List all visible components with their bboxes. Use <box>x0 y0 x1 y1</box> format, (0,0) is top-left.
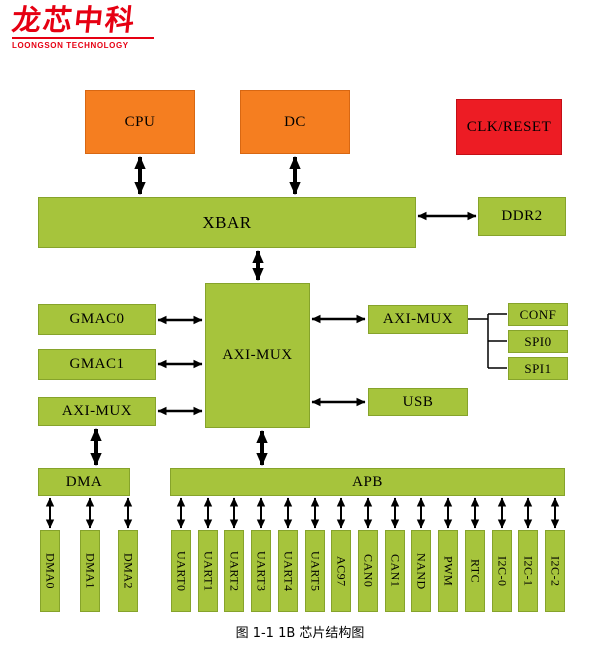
peripheral-box-i2c-0: I2C-0 <box>492 530 512 612</box>
peripheral-label: AC97 <box>334 555 349 587</box>
peripheral-label: RTC <box>468 558 483 584</box>
peripheral-label: UART0 <box>174 550 189 592</box>
peripheral-label: UART5 <box>308 550 323 592</box>
block-conf: CONF <box>508 303 568 326</box>
peripheral-label: UART3 <box>254 550 269 592</box>
peripheral-label: NAND <box>414 552 429 590</box>
peripheral-box-uart3: UART3 <box>251 530 271 612</box>
figure-caption: 图 1-1 1B 芯片结构图 <box>235 626 365 641</box>
logo-english-text: LOONGSON TECHNOLOGY <box>12 37 154 50</box>
block-spi0: SPI0 <box>508 330 568 353</box>
peripheral-label: UART4 <box>281 550 296 592</box>
peripheral-label: CAN0 <box>361 554 376 588</box>
block-usb: USB <box>368 388 468 416</box>
peripheral-label: I2C-0 <box>495 555 510 587</box>
block-spi1: SPI1 <box>508 357 568 380</box>
peripheral-label: DMA1 <box>83 552 98 589</box>
peripheral-box-uart1: UART1 <box>198 530 218 612</box>
block-ddr2: DDR2 <box>478 197 566 236</box>
block-gmac0: GMAC0 <box>38 304 156 335</box>
peripheral-box-rtc: RTC <box>465 530 485 612</box>
peripheral-box-dma2: DMA2 <box>118 530 138 612</box>
peripheral-label: I2C-1 <box>521 555 536 587</box>
peripheral-box-ac97: AC97 <box>331 530 351 612</box>
peripheral-label: DMA0 <box>43 552 58 589</box>
block-axi-mux-right: AXI-MUX <box>368 305 468 334</box>
peripheral-label: I2C-2 <box>548 555 563 587</box>
peripheral-box-uart0: UART0 <box>171 530 191 612</box>
block-axi-mux-left: AXI-MUX <box>38 397 156 426</box>
block-xbar: XBAR <box>38 197 416 248</box>
block-axi-mux-center: AXI-MUX <box>205 283 310 428</box>
block-cpu: CPU <box>85 90 195 154</box>
logo-chinese-text: 龙芯中科 <box>10 3 138 37</box>
peripheral-box-i2c-1: I2C-1 <box>518 530 538 612</box>
peripheral-label: UART1 <box>201 550 216 592</box>
block-dc: DC <box>240 90 350 154</box>
peripheral-label: UART2 <box>227 550 242 592</box>
block-apb: APB <box>170 468 565 496</box>
peripheral-box-can0: CAN0 <box>358 530 378 612</box>
peripheral-box-can1: CAN1 <box>385 530 405 612</box>
peripheral-label: CAN1 <box>388 554 403 588</box>
peripheral-box-i2c-2: I2C-2 <box>545 530 565 612</box>
block-dma: DMA <box>38 468 130 496</box>
peripheral-label: DMA2 <box>121 552 136 589</box>
peripheral-box-dma1: DMA1 <box>80 530 100 612</box>
peripheral-box-pwm: PWM <box>438 530 458 612</box>
peripheral-box-nand: NAND <box>411 530 431 612</box>
peripheral-box-uart2: UART2 <box>224 530 244 612</box>
peripheral-box-uart4: UART4 <box>278 530 298 612</box>
block-gmac1: GMAC1 <box>38 349 156 380</box>
peripheral-label: PWM <box>441 555 456 587</box>
peripheral-box-uart5: UART5 <box>305 530 325 612</box>
block-clk-reset: CLK/RESET <box>456 99 562 155</box>
loongson-logo: 龙芯中科 LOONGSON TECHNOLOGY <box>10 3 162 50</box>
peripheral-box-dma0: DMA0 <box>40 530 60 612</box>
